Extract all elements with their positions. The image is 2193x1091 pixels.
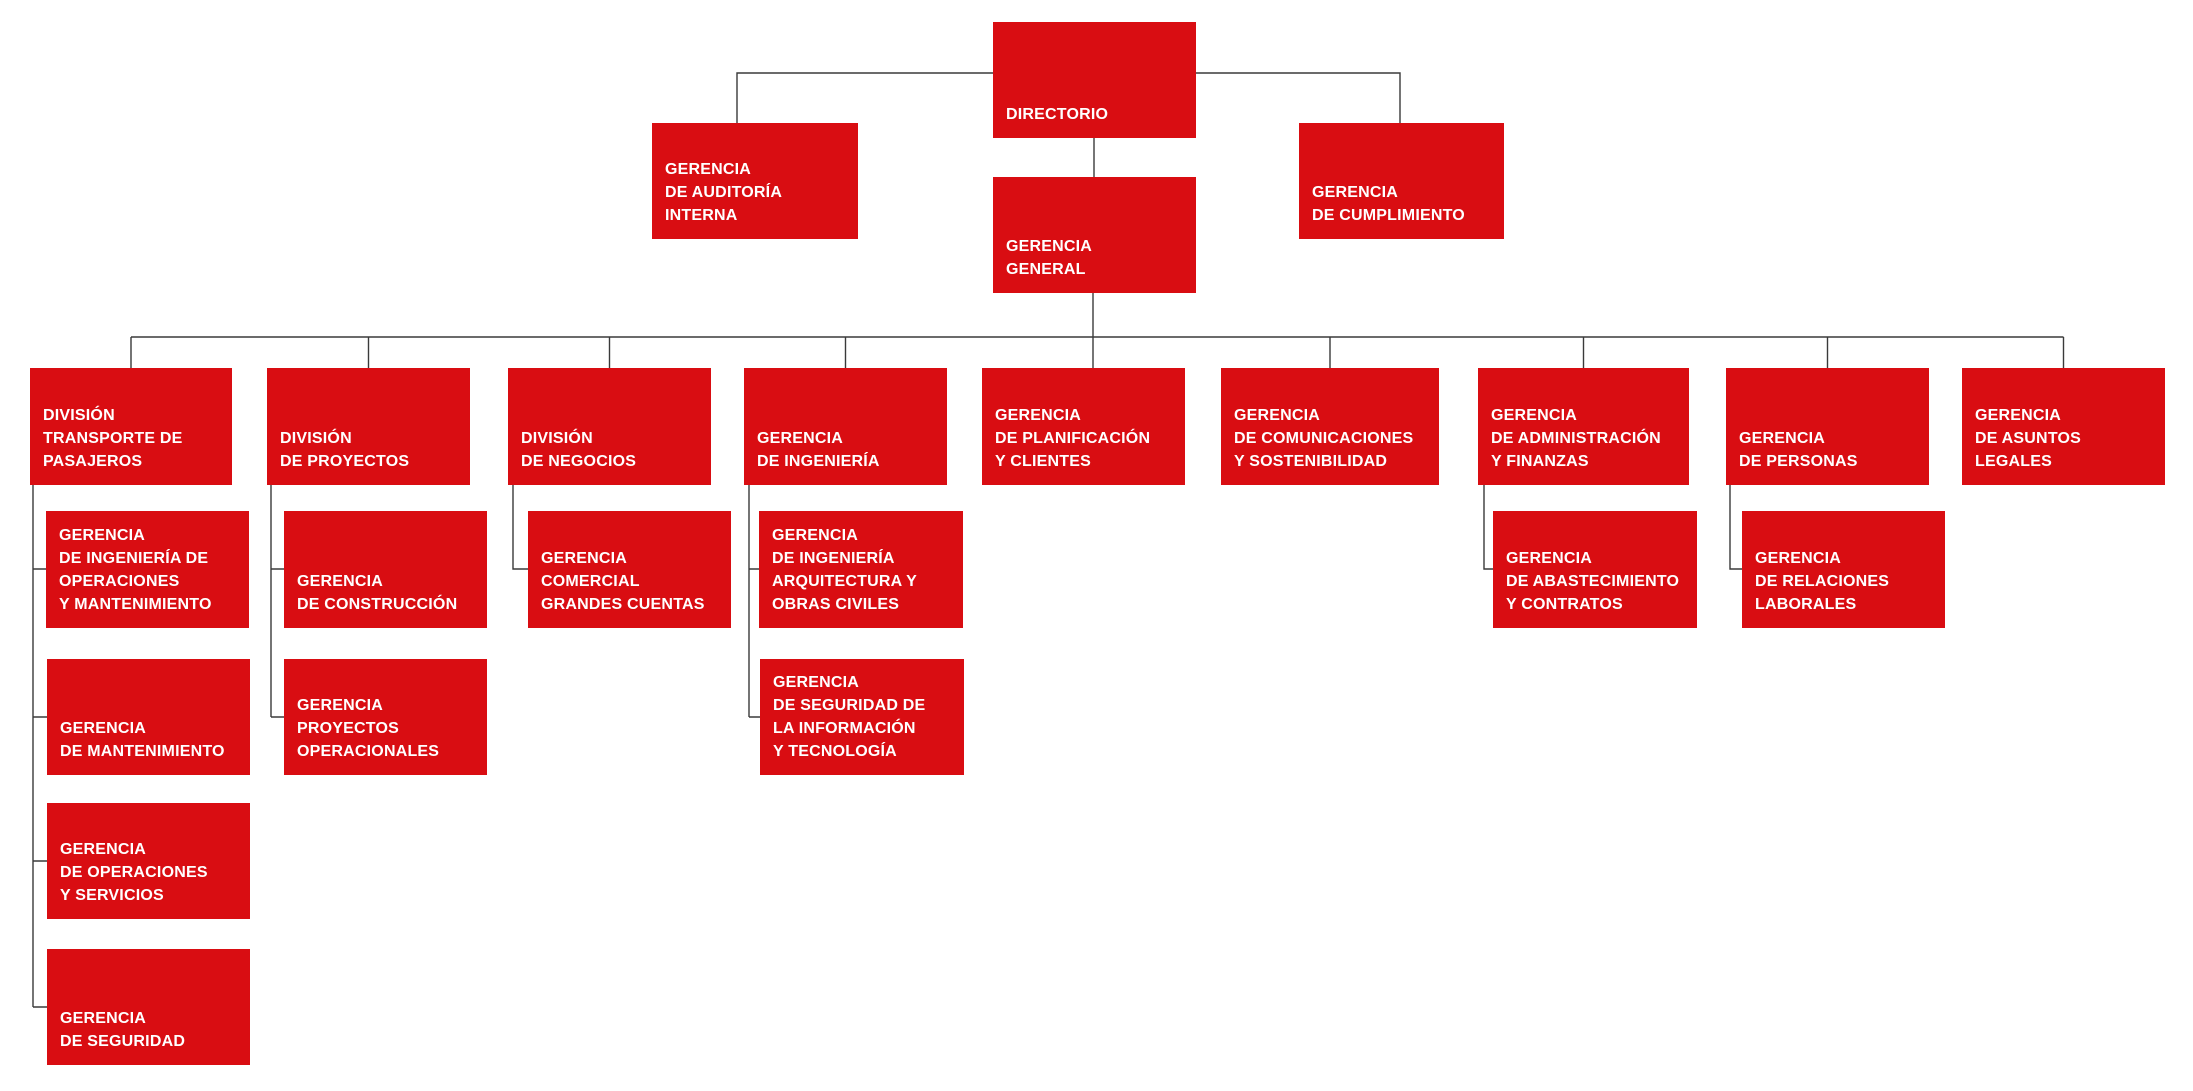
connector-div1-children: [32, 485, 47, 1008]
org-node-gerencia-mantenimiento: GERENCIA DE MANTENIMIENTO: [47, 659, 250, 775]
org-node-label: GERENCIA DE MANTENIMIENTO: [60, 720, 225, 760]
org-node-gerencia-abastecimiento-contratos: GERENCIA DE ABASTECIMIENTO Y CONTRATOS: [1493, 511, 1697, 628]
org-node-gerencia-comercial-grandes-cuentas: GERENCIA COMERCIAL GRANDES CUENTAS: [528, 511, 731, 628]
org-node-label: GERENCIA DE AUDITORÍA INTERNA: [665, 161, 783, 224]
connector-div8-children: [1729, 485, 1742, 570]
org-node-gerencia-operaciones-servicios: GERENCIA DE OPERACIONES Y SERVICIOS: [47, 803, 250, 919]
org-node-label: GERENCIA DE INGENIERÍA: [757, 430, 880, 470]
org-node-label: DIRECTORIO: [1006, 106, 1109, 123]
org-node-directorio: DIRECTORIO: [993, 22, 1196, 138]
org-node-division-proyectos: DIVISIÓN DE PROYECTOS: [267, 368, 470, 485]
connector-div3-children: [512, 485, 528, 570]
org-node-label: DIVISIÓN DE NEGOCIOS: [521, 430, 637, 470]
org-node-label: GERENCIA DE SEGURIDAD: [60, 1010, 186, 1050]
connector-group: [32, 72, 2065, 1008]
org-node-gerencia-ingenieria: GERENCIA DE INGENIERÍA: [744, 368, 947, 485]
org-node-label: GERENCIA DE ASUNTOS LEGALES: [1975, 407, 2082, 470]
org-node-gerencia-comunicaciones-sostenibilidad: GERENCIA DE COMUNICACIONES Y SOSTENIBILI…: [1221, 368, 1439, 485]
org-node-label: GERENCIA DE PLANIFICACIÓN Y CLIENTES: [995, 407, 1151, 470]
org-node-gerencia-ingenieria-arquitectura-obras-civiles: GERENCIA DE INGENIERÍA ARQUITECTURA Y OB…: [759, 511, 963, 628]
org-node-label: GERENCIA DE COMUNICACIONES Y SOSTENIBILI…: [1234, 407, 1414, 470]
org-node-gerencia-cumplimiento: GERENCIA DE CUMPLIMIENTO: [1299, 123, 1504, 239]
org-node-label: GERENCIA DE RELACIONES LABORALES: [1755, 550, 1890, 613]
org-node-label: GERENCIA GENERAL: [1006, 238, 1093, 278]
org-node-label: GERENCIA DE PERSONAS: [1739, 430, 1858, 470]
connector-div4-children: [748, 485, 760, 718]
org-node-gerencia-administracion-finanzas: GERENCIA DE ADMINISTRACIÓN Y FINANZAS: [1478, 368, 1689, 485]
org-node-gerencia-asuntos-legales: GERENCIA DE ASUNTOS LEGALES: [1962, 368, 2165, 485]
org-node-gerencia-ingenieria-operaciones-mantenimiento: GERENCIA DE INGENIERÍA DE OPERACIONES Y …: [46, 511, 249, 628]
org-node-gerencia-personas: GERENCIA DE PERSONAS: [1726, 368, 1929, 485]
org-node-division-negocios: DIVISIÓN DE NEGOCIOS: [508, 368, 711, 485]
org-node-label: GERENCIA DE CUMPLIMIENTO: [1312, 184, 1465, 224]
org-node-label: GERENCIA DE INGENIERÍA ARQUITECTURA Y OB…: [772, 527, 918, 613]
connector-div7-children: [1483, 485, 1493, 570]
org-node-gerencia-construccion: GERENCIA DE CONSTRUCCIÓN: [284, 511, 487, 628]
org-node-label: GERENCIA DE INGENIERÍA DE OPERACIONES Y …: [59, 527, 212, 613]
org-node-gerencia-seguridad: GERENCIA DE SEGURIDAD: [47, 949, 250, 1065]
connector-div2-children: [270, 485, 284, 718]
org-node-gerencia-auditoria-interna: GERENCIA DE AUDITORÍA INTERNA: [652, 123, 858, 239]
connector-division-drops: [130, 337, 2065, 368]
org-node-label: GERENCIA DE ADMINISTRACIÓN Y FINANZAS: [1491, 407, 1661, 470]
org-node-label: DIVISIÓN DE PROYECTOS: [280, 430, 410, 470]
org-node-gerencia-proyectos-operacionales: GERENCIA PROYECTOS OPERACIONALES: [284, 659, 487, 775]
org-node-gerencia-seguridad-informacion-tecnologia: GERENCIA DE SEGURIDAD DE LA INFORMACIÓN …: [760, 659, 964, 775]
org-node-label: GERENCIA DE ABASTECIMIENTO Y CONTRATOS: [1506, 550, 1680, 613]
org-node-label: DIVISIÓN TRANSPORTE DE PASAJEROS: [43, 407, 183, 470]
org-node-label: GERENCIA COMERCIAL GRANDES CUENTAS: [541, 550, 705, 613]
org-node-gerencia-general: GERENCIA GENERAL: [993, 177, 1196, 293]
org-node-gerencia-planificacion-clientes: GERENCIA DE PLANIFICACIÓN Y CLIENTES: [982, 368, 1185, 485]
org-node-gerencia-relaciones-laborales: GERENCIA DE RELACIONES LABORALES: [1742, 511, 1945, 628]
org-node-label: GERENCIA DE CONSTRUCCIÓN: [297, 573, 458, 613]
org-node-label: GERENCIA DE SEGURIDAD DE LA INFORMACIÓN …: [773, 674, 926, 760]
org-node-label: GERENCIA PROYECTOS OPERACIONALES: [297, 697, 440, 760]
org-node-label: GERENCIA DE OPERACIONES Y SERVICIOS: [60, 841, 208, 904]
org-node-division-transporte-pasajeros: DIVISIÓN TRANSPORTE DE PASAJEROS: [30, 368, 232, 485]
